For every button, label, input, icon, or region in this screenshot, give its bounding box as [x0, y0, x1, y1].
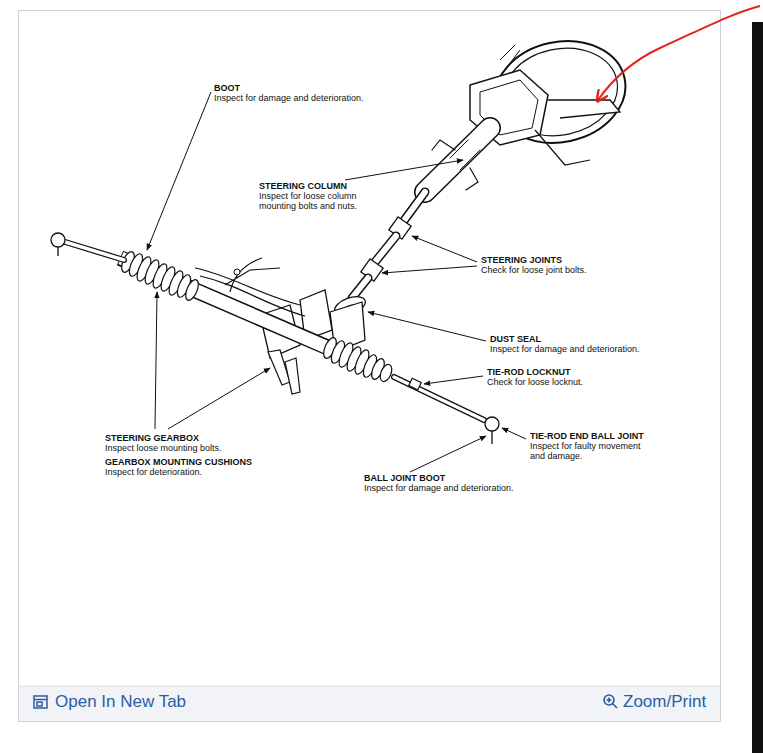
- inspection-note: Inspect for damage and deterioration.: [214, 93, 364, 103]
- inspection-note: Inspect for deterioration.: [105, 467, 202, 477]
- edge-strip: [752, 22, 763, 753]
- zoom-icon: [604, 695, 617, 708]
- part-name: DUST SEAL: [490, 334, 541, 344]
- inspection-note: Inspect loose mounting bolts.: [105, 443, 222, 453]
- rack-boot: [321, 336, 394, 383]
- inspection-note: Inspect for faulty movement and damage.: [530, 441, 655, 461]
- part-name: STEERING GEARBOX: [105, 433, 199, 443]
- inspection-note: Check for loose joint bolts.: [481, 265, 587, 275]
- steering-column: [352, 128, 490, 298]
- inspection-note: Inspect for damage and deterioration.: [490, 344, 640, 354]
- mounting-cushion: [268, 350, 300, 394]
- panel-frame: [19, 11, 721, 722]
- new-tab-icon: [34, 696, 47, 708]
- steering-wheel: [470, 29, 635, 165]
- part-name: TIE-ROD END BALL JOINT: [530, 431, 644, 441]
- part-name: GEARBOX MOUNTING CUSHIONS: [105, 457, 252, 467]
- leader-line: [147, 92, 526, 472]
- toolbar-link: Open In New Tab: [55, 692, 186, 712]
- part-name: BALL JOINT BOOT: [364, 473, 445, 483]
- tie-rod-end: [51, 233, 499, 444]
- tie-rod: [62, 241, 484, 420]
- rack-boot: [119, 250, 201, 302]
- part-name: TIE-ROD LOCKNUT: [487, 367, 571, 377]
- toolbar-bar: [19, 686, 720, 721]
- steering-rack: [120, 258, 380, 370]
- inspection-note: Inspect for loose column mounting bolts …: [259, 191, 377, 211]
- inspection-note: Inspect for damage and deterioration.: [364, 483, 514, 493]
- part-name: STEERING COLUMN: [259, 181, 347, 191]
- part-name: STEERING JOINTS: [481, 255, 562, 265]
- inspection-note: Check for loose locknut.: [487, 377, 583, 387]
- red-arrow: [598, 6, 760, 100]
- toolbar-link: Zoom/Print: [623, 692, 706, 712]
- part-name: BOOT: [214, 83, 240, 93]
